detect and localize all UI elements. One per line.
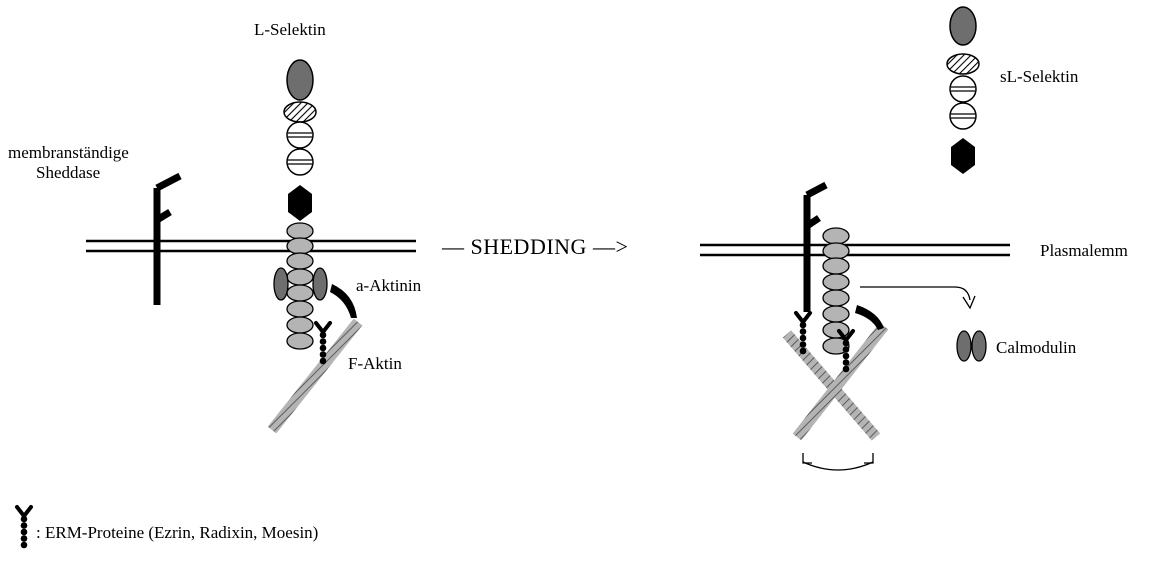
erm-protein-icon — [17, 507, 31, 548]
label-calmodulin: Calmodulin — [996, 338, 1076, 358]
a-actinin-left — [330, 284, 357, 318]
label-sheddase-line1: membranständige — [8, 143, 129, 163]
rotation-arrow — [803, 462, 873, 470]
label-l-selektin: L-Selektin — [254, 20, 326, 40]
calmodulin-release-arrow — [860, 287, 970, 300]
calmodulin-free-b — [972, 331, 986, 361]
legend-erm-text: : ERM-Proteine (Ezrin, Radixin, Moesin) — [36, 523, 318, 543]
label-plasmalemm: Plasmalemm — [1040, 241, 1128, 261]
label-shedding: — SHEDDING —> — [442, 234, 628, 260]
calmodulin-free-a — [957, 331, 971, 361]
sl-cleavage-domain — [951, 138, 975, 174]
calmodulin-left-b — [313, 268, 327, 300]
rotation-arrowhead-left — [803, 453, 812, 463]
scr-domain-left-1 — [287, 122, 313, 148]
sl-lectin-domain — [950, 7, 976, 45]
label-f-aktin: F-Aktin — [348, 354, 402, 374]
egf-domain-left — [284, 102, 316, 122]
cleavage-domain-left — [288, 185, 312, 221]
label-sheddase-line2: Sheddase — [36, 163, 100, 183]
sl-scr-domain-2 — [950, 103, 976, 129]
label-a-aktinin: a-Aktinin — [356, 276, 421, 296]
a-actinin-right — [855, 305, 884, 330]
rotation-arrowhead-right — [864, 453, 873, 463]
label-sl-selektin: sL-Selektin — [1000, 67, 1078, 87]
sl-egf-domain — [947, 54, 979, 74]
sl-scr-domain-1 — [950, 76, 976, 102]
cytoplasmic-chain-left — [287, 223, 313, 349]
lectin-domain-left — [287, 60, 313, 100]
calmodulin-left-a — [274, 268, 288, 300]
cytoplasmic-chain-right — [823, 228, 849, 354]
f-actin-filament-left — [272, 322, 358, 430]
scr-domain-left-2 — [287, 149, 313, 175]
